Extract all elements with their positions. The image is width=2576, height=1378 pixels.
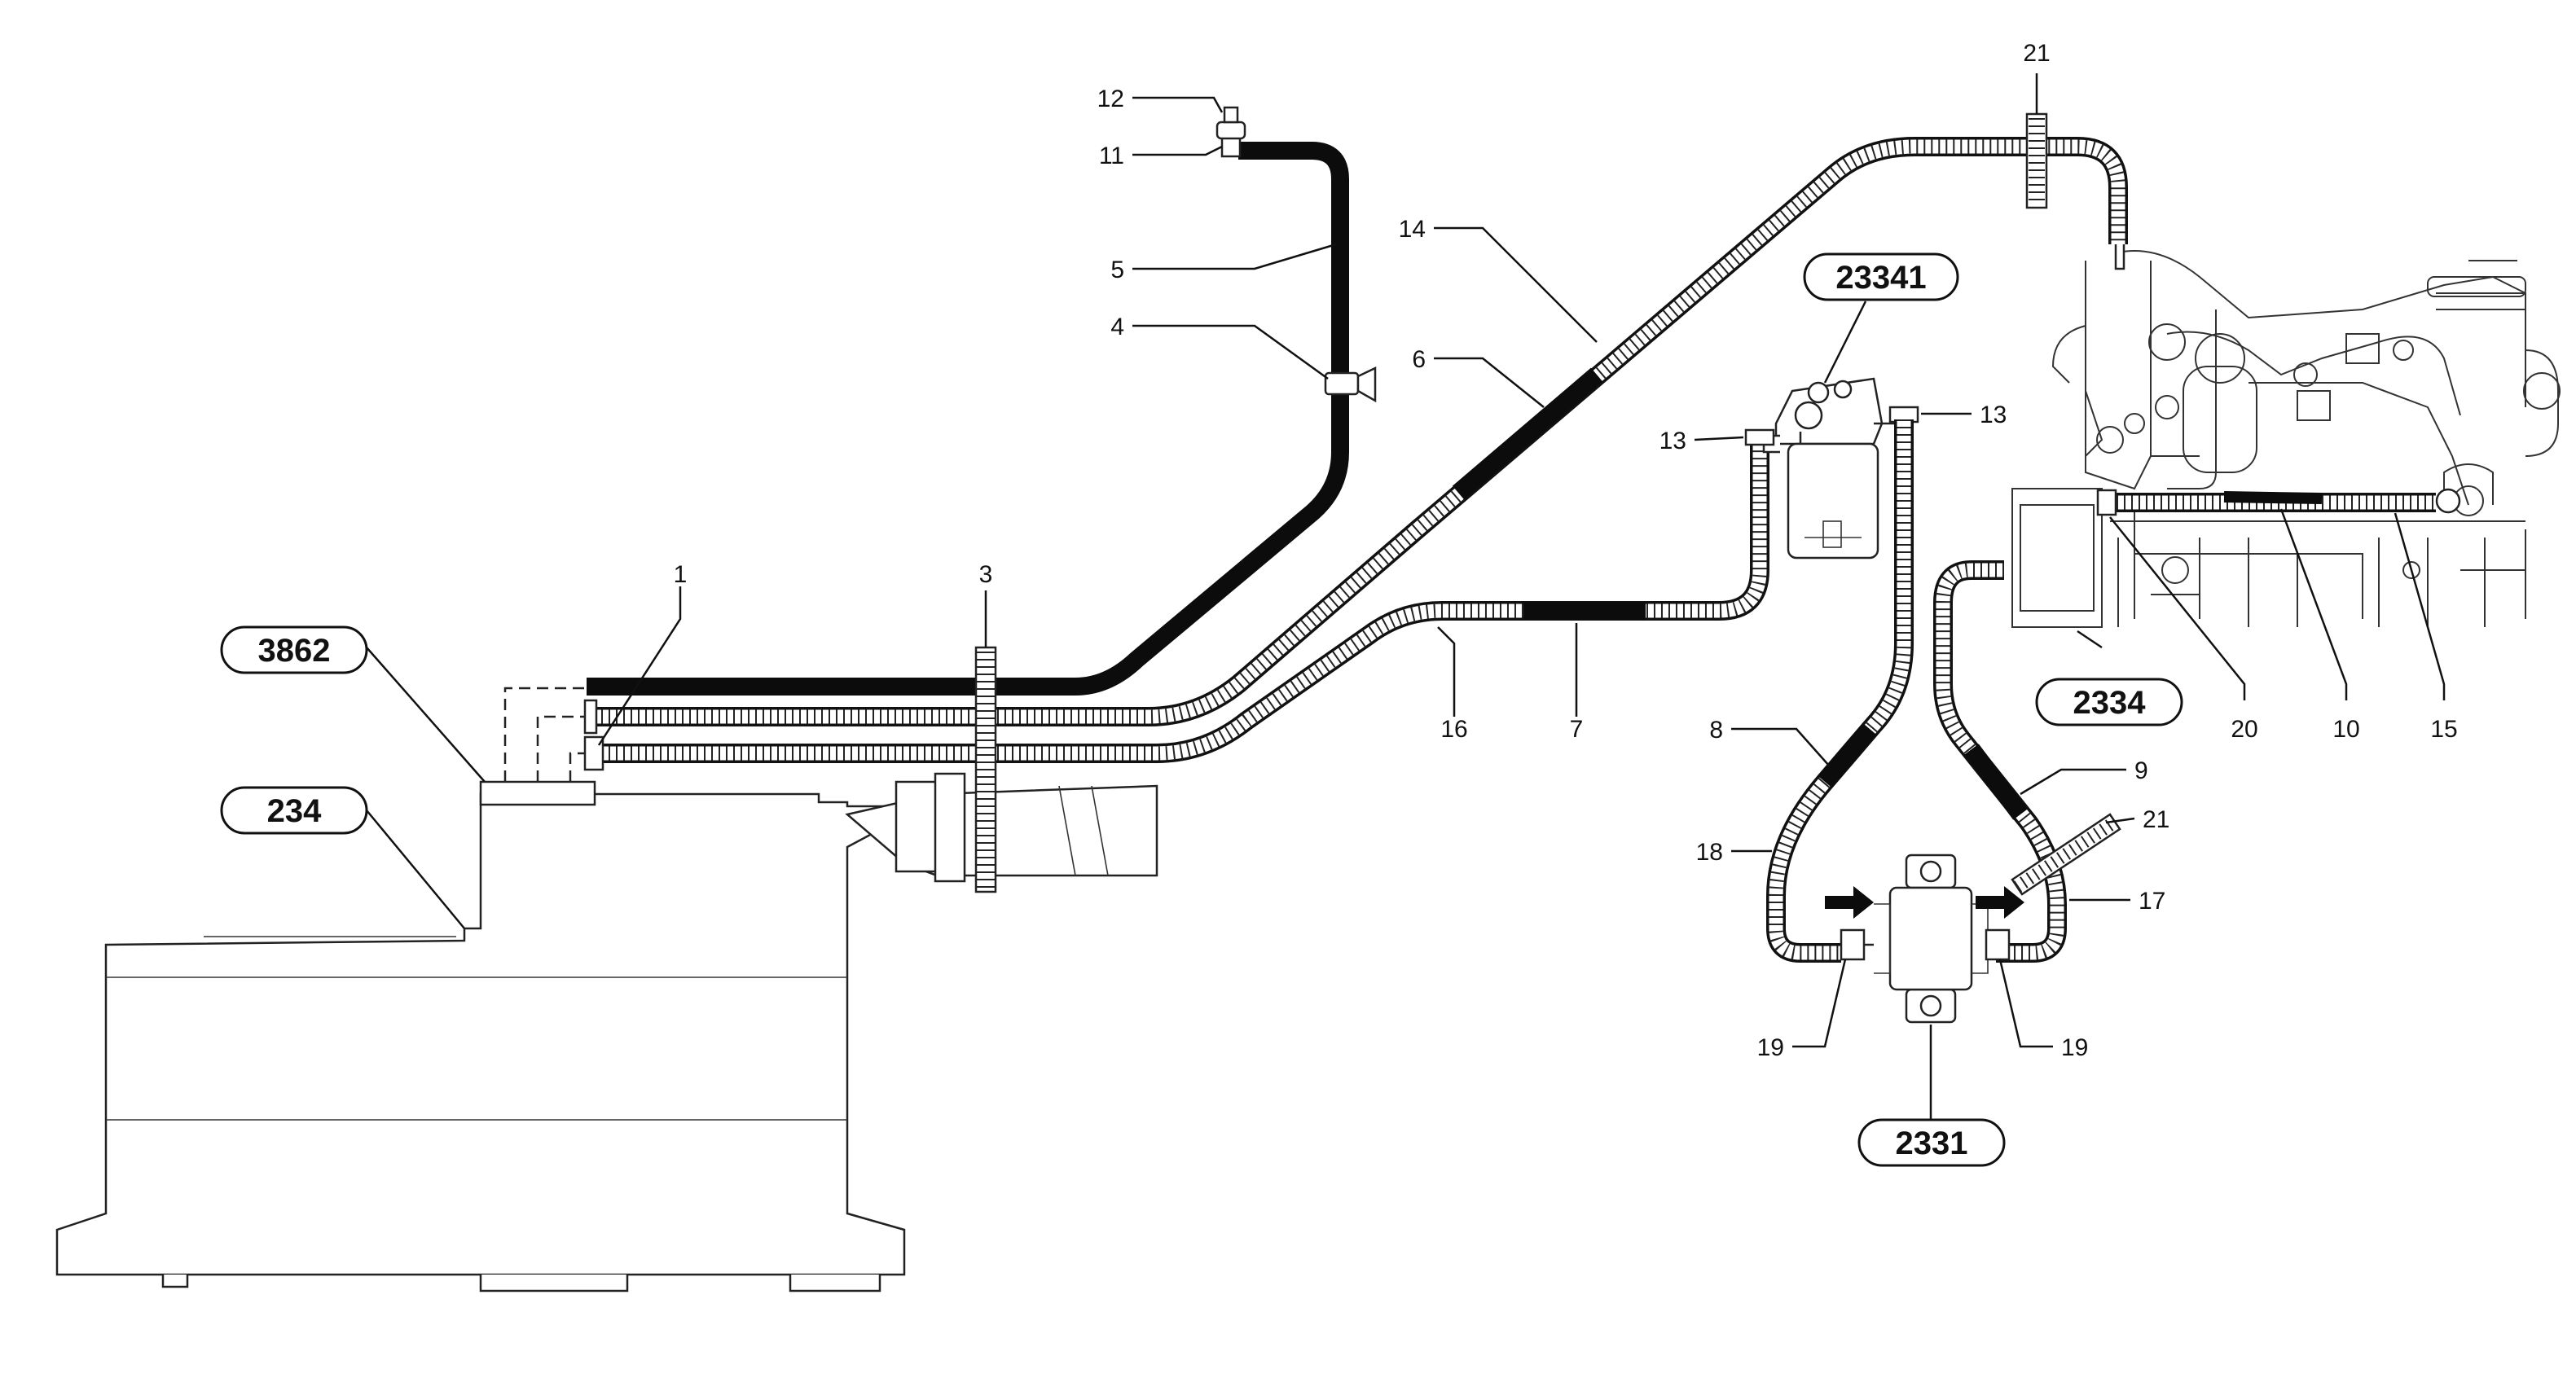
part-labels: 1 3 4 5 6 7 8 9 10 11 12 13 13 14 15 16 … [674, 40, 2458, 1061]
leader-lines [366, 73, 2446, 1124]
strap-21-upper [2025, 112, 2048, 209]
part-label-7: 7 [1570, 716, 1584, 743]
vent-valve-fitting [1215, 106, 1246, 158]
return-hose-14 [587, 137, 2128, 726]
callout-234: 234 [220, 786, 368, 835]
part-label-19-left: 19 [1757, 1034, 1784, 1061]
fuel-filter-23341 [1762, 377, 1894, 560]
tank-connection-dashes [503, 687, 587, 782]
flow-arrow-in [1825, 886, 1874, 919]
part-label-14: 14 [1399, 216, 1426, 243]
part-label-21-lower: 21 [2143, 806, 2169, 833]
filter-to-pump-hose-8 [1766, 419, 1914, 963]
strap-21-lower [2011, 813, 2121, 896]
part-label-1: 1 [674, 561, 688, 588]
callout-3862: 3862 [220, 625, 368, 674]
part-label-18: 18 [1696, 839, 1723, 866]
flow-arrow-out [1976, 886, 2024, 919]
callout-2331-text: 2331 [1896, 1126, 1968, 1161]
callout-2331: 2331 [1857, 1118, 2006, 1167]
supply-hose-16 [587, 440, 1769, 763]
part-label-17: 17 [2139, 888, 2165, 915]
part-label-12: 12 [1097, 86, 1124, 112]
fitting-return [583, 699, 598, 735]
clip-4 [1324, 366, 1377, 403]
overflow-hose-15 [2096, 488, 2461, 516]
pump-to-engine-hose-9 [1933, 560, 2067, 963]
part-label-3: 3 [979, 561, 993, 588]
part-label-21-upper: 21 [2023, 40, 2050, 67]
part-label-9: 9 [2134, 757, 2148, 784]
clamp-strap-3 [974, 646, 997, 893]
part-label-8: 8 [1709, 717, 1723, 744]
callout-23341-text: 23341 [1835, 260, 1926, 296]
part-label-19-right: 19 [2061, 1034, 2088, 1061]
callout-3862-text: 3862 [258, 633, 331, 669]
part-label-13-right: 13 [1980, 402, 2007, 428]
part-label-5: 5 [1110, 257, 1124, 283]
part-label-20: 20 [2231, 716, 2257, 743]
vent-hose-5 [587, 142, 1349, 696]
callout-2334: 2334 [2035, 678, 2183, 726]
engine-2334 [2011, 250, 2561, 628]
fuel-pump-2331 [1840, 854, 2011, 1024]
callout-234-text: 234 [267, 793, 322, 829]
fitting-13-left [1744, 428, 1775, 446]
return-fitting [2114, 244, 2125, 270]
part-label-11: 11 [1099, 143, 1124, 169]
part-label-13-left: 13 [1659, 428, 1686, 454]
callout-2334-text: 2334 [2073, 685, 2147, 721]
part-label-16: 16 [1440, 716, 1467, 743]
part-label-15: 15 [2430, 716, 2457, 743]
fitting-1 [583, 735, 604, 771]
fuel-tank [55, 772, 1158, 1292]
callout-23341: 23341 [1803, 252, 1959, 301]
part-label-10: 10 [2332, 716, 2359, 743]
part-label-6: 6 [1412, 346, 1426, 373]
part-label-4: 4 [1110, 314, 1124, 340]
